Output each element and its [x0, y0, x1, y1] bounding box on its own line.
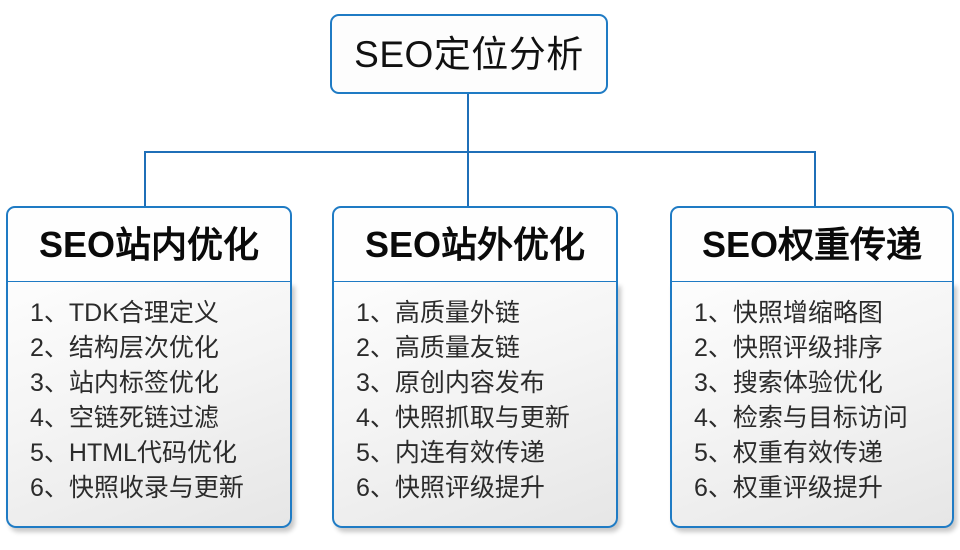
branch-1-header-label: SEO站内优化: [38, 223, 260, 265]
list-item[interactable]: 2、结构层次优化: [30, 331, 290, 366]
list-item-text: 快照评级提升: [394, 474, 545, 502]
list-item-number: 4、: [694, 404, 733, 432]
list-item-text: 快照收录与更新: [68, 474, 244, 502]
root-node[interactable]: SEO定位分析: [330, 14, 608, 94]
list-item-text: 权重有效传递: [732, 439, 883, 467]
list-item-text: 高质量友链: [394, 334, 520, 362]
list-item[interactable]: 1、快照增缩略图: [694, 296, 952, 331]
list-item[interactable]: 4、空链死链过滤: [30, 401, 290, 436]
branch-1-item-list: 1、TDK合理定义 2、结构层次优化 3、站内标签优化 4、空链死链过滤 5、H…: [8, 296, 290, 506]
branch-3-body: 1、快照增缩略图 2、快照评级排序 3、搜索体验优化 4、检索与目标访问 5、权…: [670, 282, 954, 528]
list-item[interactable]: 5、内连有效传递: [356, 436, 616, 471]
list-item-number: 1、: [30, 299, 69, 327]
branch-2-body: 1、高质量外链 2、高质量友链 3、原创内容发布 4、快照抓取与更新 5、内连有…: [332, 282, 618, 528]
list-item-text: TDK合理定义: [68, 299, 219, 327]
branch-1-header[interactable]: SEO站内优化: [6, 206, 292, 282]
branch-column-1: SEO站内优化 1、TDK合理定义 2、结构层次优化 3、站内标签优化 4、空链…: [6, 206, 292, 528]
list-item-number: 4、: [356, 404, 395, 432]
branch-2-item-list: 1、高质量外链 2、高质量友链 3、原创内容发布 4、快照抓取与更新 5、内连有…: [334, 296, 616, 506]
list-item-number: 3、: [30, 369, 69, 397]
list-item-number: 6、: [356, 474, 395, 502]
list-item-number: 2、: [694, 334, 733, 362]
branch-3-header[interactable]: SEO权重传递: [670, 206, 954, 282]
list-item-number: 5、: [694, 439, 733, 467]
list-item-number: 1、: [356, 299, 395, 327]
list-item-text: HTML代码优化: [68, 439, 237, 467]
list-item[interactable]: 5、HTML代码优化: [30, 436, 290, 471]
list-item-number: 4、: [30, 404, 69, 432]
list-item[interactable]: 4、检索与目标访问: [694, 401, 952, 436]
connector-branch-1-vertical: [144, 151, 146, 207]
list-item-text: 空链死链过滤: [68, 404, 219, 432]
list-item[interactable]: 6、快照评级提升: [356, 471, 616, 506]
list-item-number: 5、: [356, 439, 395, 467]
list-item-number: 1、: [694, 299, 733, 327]
list-item[interactable]: 1、TDK合理定义: [30, 296, 290, 331]
connector-horizontal-bus: [144, 151, 816, 153]
list-item[interactable]: 6、权重评级提升: [694, 471, 952, 506]
branch-3-header-label: SEO权重传递: [701, 223, 923, 265]
list-item-number: 3、: [356, 369, 395, 397]
list-item[interactable]: 5、权重有效传递: [694, 436, 952, 471]
list-item-text: 快照评级排序: [732, 334, 883, 362]
list-item[interactable]: 3、搜索体验优化: [694, 366, 952, 401]
connector-root-vertical: [467, 94, 469, 153]
list-item-number: 6、: [694, 474, 733, 502]
list-item-text: 结构层次优化: [68, 334, 219, 362]
list-item-text: 搜索体验优化: [732, 369, 883, 397]
list-item[interactable]: 2、快照评级排序: [694, 331, 952, 366]
list-item-text: 快照增缩略图: [732, 299, 883, 327]
list-item-text: 原创内容发布: [394, 369, 545, 397]
branch-column-2: SEO站外优化 1、高质量外链 2、高质量友链 3、原创内容发布 4、快照抓取与…: [332, 206, 618, 528]
list-item-text: 高质量外链: [394, 299, 520, 327]
list-item[interactable]: 4、快照抓取与更新: [356, 401, 616, 436]
list-item-number: 2、: [30, 334, 69, 362]
list-item-text: 快照抓取与更新: [394, 404, 570, 432]
list-item-number: 2、: [356, 334, 395, 362]
branch-2-header[interactable]: SEO站外优化: [332, 206, 618, 282]
list-item-text: 站内标签优化: [68, 369, 219, 397]
list-item[interactable]: 6、快照收录与更新: [30, 471, 290, 506]
list-item-number: 5、: [30, 439, 69, 467]
branch-2-header-label: SEO站外优化: [364, 223, 586, 265]
list-item[interactable]: 3、原创内容发布: [356, 366, 616, 401]
list-item-text: 检索与目标访问: [732, 404, 908, 432]
list-item-number: 6、: [30, 474, 69, 502]
list-item-text: 权重评级提升: [732, 474, 883, 502]
connector-branch-3-vertical: [814, 151, 816, 207]
branch-1-body: 1、TDK合理定义 2、结构层次优化 3、站内标签优化 4、空链死链过滤 5、H…: [6, 282, 292, 528]
list-item-text: 内连有效传递: [394, 439, 545, 467]
list-item-number: 3、: [694, 369, 733, 397]
connector-branch-2-vertical: [467, 151, 469, 207]
list-item[interactable]: 2、高质量友链: [356, 331, 616, 366]
branch-column-3: SEO权重传递 1、快照增缩略图 2、快照评级排序 3、搜索体验优化 4、检索与…: [670, 206, 954, 528]
list-item[interactable]: 3、站内标签优化: [30, 366, 290, 401]
list-item[interactable]: 1、高质量外链: [356, 296, 616, 331]
branch-3-item-list: 1、快照增缩略图 2、快照评级排序 3、搜索体验优化 4、检索与目标访问 5、权…: [672, 296, 952, 506]
root-node-label: SEO定位分析: [354, 33, 584, 75]
